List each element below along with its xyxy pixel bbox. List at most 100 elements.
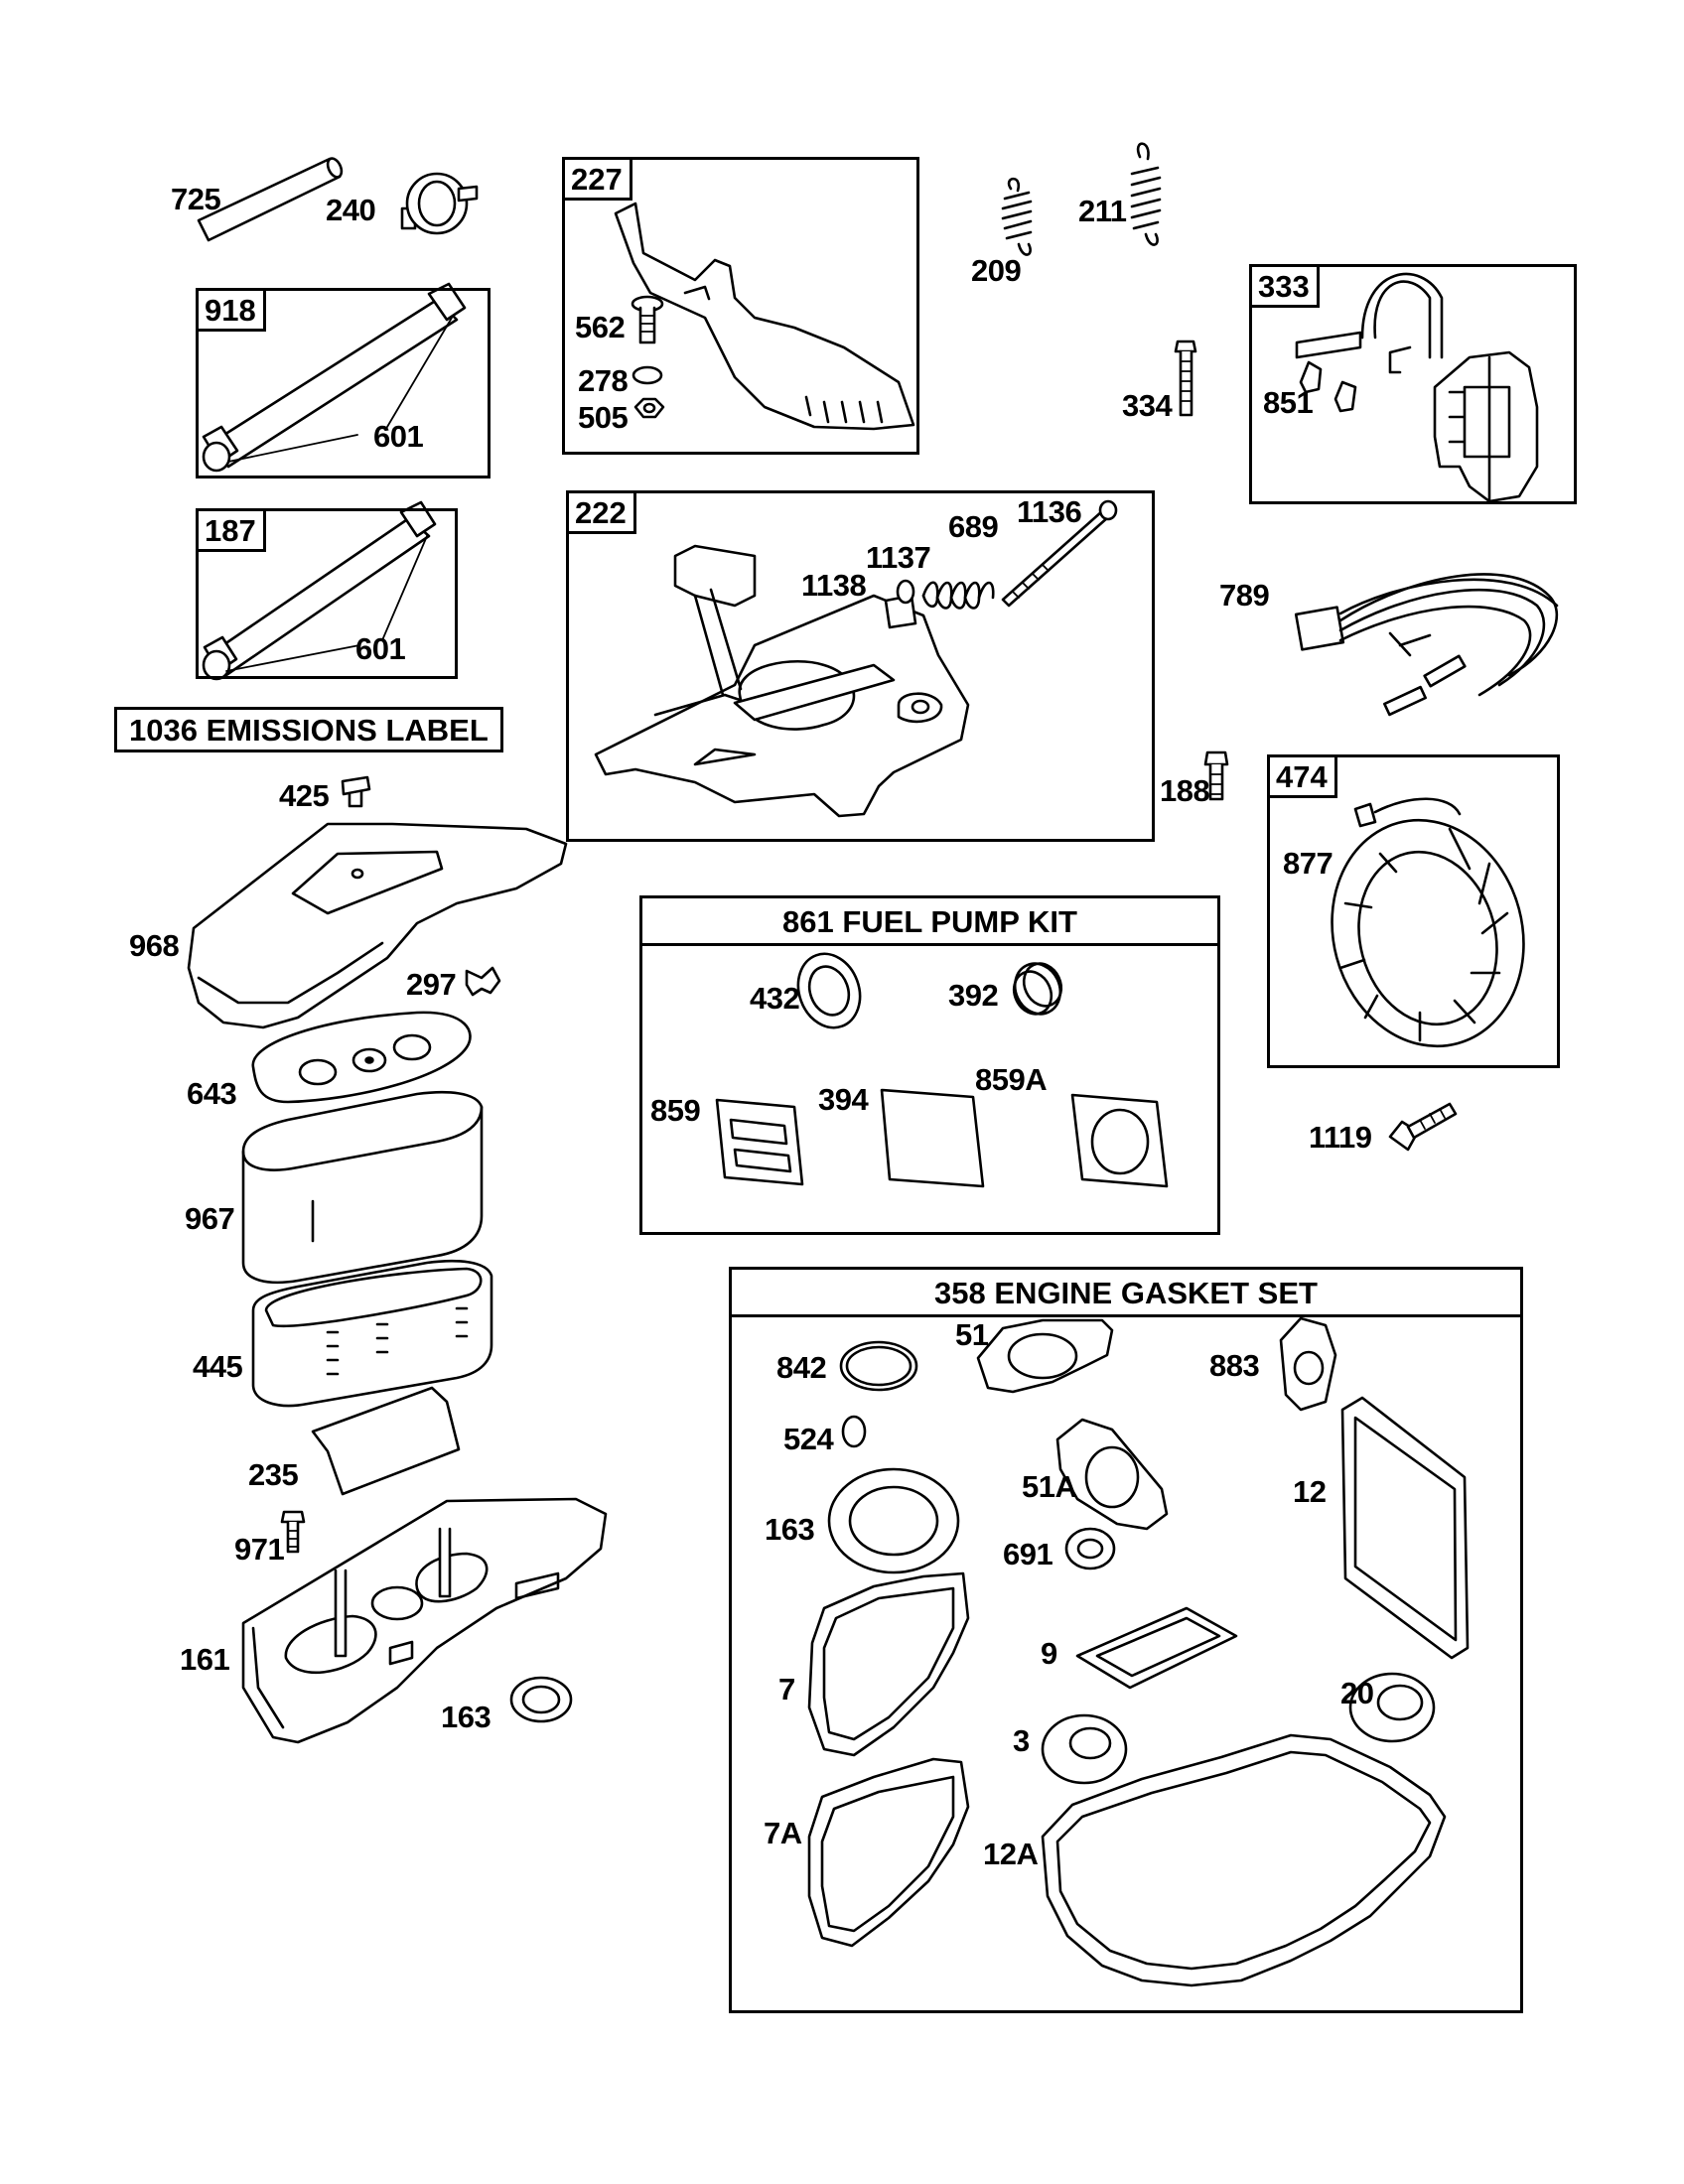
part-968-air-cleaner-cover — [187, 822, 568, 1029]
label-967: 967 — [185, 1201, 235, 1236]
box-222-number: 222 — [569, 493, 636, 534]
part-789-wire-harness — [1294, 573, 1559, 717]
part-851-clips — [1299, 360, 1357, 413]
part-1137-washer — [896, 579, 915, 605]
part-689-spring — [921, 581, 995, 610]
part-1136-bolt — [1001, 499, 1118, 608]
part-859-gasket — [715, 1098, 804, 1186]
box-333: 333 — [1249, 264, 1577, 504]
fuel-pump-kit-box: 861 FUEL PUMP KIT — [639, 895, 1220, 1235]
part-297-wing-nut — [465, 966, 501, 997]
label-12: 12 — [1293, 1474, 1327, 1509]
part-7a-gasket — [807, 1757, 970, 1948]
part-163-gasket — [827, 1467, 960, 1574]
part-9-gasket — [1075, 1606, 1238, 1690]
label-432: 432 — [750, 981, 800, 1016]
label-842: 842 — [776, 1350, 827, 1385]
label-968: 968 — [129, 928, 180, 963]
label-1136: 1136 — [1017, 494, 1082, 529]
label-12a: 12A — [983, 1837, 1039, 1871]
label-1138: 1138 — [801, 568, 867, 603]
part-524-seal-ring — [841, 1415, 867, 1448]
part-971-screw — [280, 1510, 306, 1554]
label-425: 425 — [279, 778, 330, 813]
box-474: 474 — [1267, 754, 1560, 1068]
label-51a: 51A — [1022, 1469, 1077, 1504]
label-209: 209 — [971, 253, 1022, 288]
part-51a-gasket — [1055, 1418, 1169, 1531]
fuel-pump-kit-title: 861 FUEL PUMP KIT — [642, 898, 1217, 946]
part-334-screw — [1174, 340, 1197, 417]
label-235: 235 — [248, 1457, 299, 1492]
box-227: 227 — [562, 157, 919, 455]
label-392: 392 — [948, 978, 999, 1013]
label-859a: 859A — [975, 1062, 1048, 1097]
box-227-number: 227 — [565, 160, 632, 201]
label-601-upper: 601 — [373, 419, 424, 454]
part-209-spring — [1001, 177, 1033, 256]
label-334: 334 — [1122, 388, 1173, 423]
part-333-ignition-module — [1295, 272, 1539, 503]
label-161: 161 — [180, 1642, 230, 1677]
label-851: 851 — [1263, 385, 1314, 420]
label-725: 725 — [171, 182, 221, 216]
label-601-lower: 601 — [355, 631, 406, 666]
box-474-number: 474 — [1270, 757, 1337, 798]
part-394-diaphragm — [880, 1088, 985, 1188]
part-187-pipe — [202, 500, 437, 681]
part-562-screw — [631, 295, 664, 344]
part-211-spring — [1130, 142, 1162, 246]
part-842-gasket — [839, 1340, 918, 1392]
label-394: 394 — [818, 1082, 869, 1117]
part-392-spring — [1012, 962, 1063, 1016]
part-12a-gasket — [1041, 1733, 1447, 1987]
label-51: 51 — [955, 1317, 989, 1352]
label-883: 883 — [1209, 1348, 1260, 1383]
label-163: 163 — [765, 1512, 815, 1547]
part-432-seal — [796, 952, 862, 1029]
box-918: 918 — [196, 288, 491, 478]
label-505: 505 — [578, 400, 629, 435]
part-883-gasket — [1279, 1316, 1337, 1412]
part-278-washer — [632, 365, 663, 385]
part-425-screw — [341, 775, 371, 808]
engine-gasket-set-box: 358 ENGINE GASKET SET — [729, 1267, 1523, 2013]
label-278: 278 — [578, 363, 629, 398]
part-505-nut — [633, 397, 665, 419]
part-445-air-filter — [251, 1259, 493, 1408]
part-7-gasket — [807, 1571, 970, 1757]
part-240-fuel-filter — [400, 172, 479, 235]
part-859a-gasket — [1070, 1093, 1169, 1188]
label-297: 297 — [406, 967, 457, 1002]
emissions-label: 1036 EMISSIONS LABEL — [114, 707, 503, 752]
label-3: 3 — [1013, 1723, 1030, 1758]
label-524: 524 — [783, 1422, 834, 1456]
part-222-base-plate — [594, 544, 970, 818]
label-1137: 1137 — [866, 540, 931, 575]
part-918-pipe — [202, 282, 467, 473]
label-789: 789 — [1219, 578, 1270, 613]
part-51-gasket — [976, 1318, 1114, 1394]
label-240: 240 — [326, 193, 376, 227]
label-562: 562 — [575, 310, 626, 344]
part-643-base-plate — [251, 1011, 472, 1104]
part-691-seal — [1064, 1527, 1116, 1570]
label-7a: 7A — [764, 1816, 802, 1850]
part-188-screw — [1203, 751, 1229, 801]
label-691: 691 — [1003, 1537, 1053, 1571]
label-188: 188 — [1160, 773, 1210, 808]
part-20-seal — [1348, 1672, 1436, 1743]
part-3-seal — [1041, 1713, 1128, 1785]
part-163-gasket-small — [509, 1676, 573, 1723]
label-9: 9 — [1041, 1636, 1057, 1671]
label-877: 877 — [1283, 846, 1333, 881]
engine-gasket-set-title: 358 ENGINE GASKET SET — [732, 1270, 1520, 1317]
box-333-number: 333 — [1252, 267, 1320, 308]
label-211: 211 — [1078, 194, 1127, 228]
label-20: 20 — [1340, 1676, 1374, 1710]
box-187-number: 187 — [199, 511, 266, 552]
label-859: 859 — [650, 1093, 701, 1128]
part-12-gasket — [1340, 1396, 1470, 1660]
label-971: 971 — [234, 1532, 285, 1567]
